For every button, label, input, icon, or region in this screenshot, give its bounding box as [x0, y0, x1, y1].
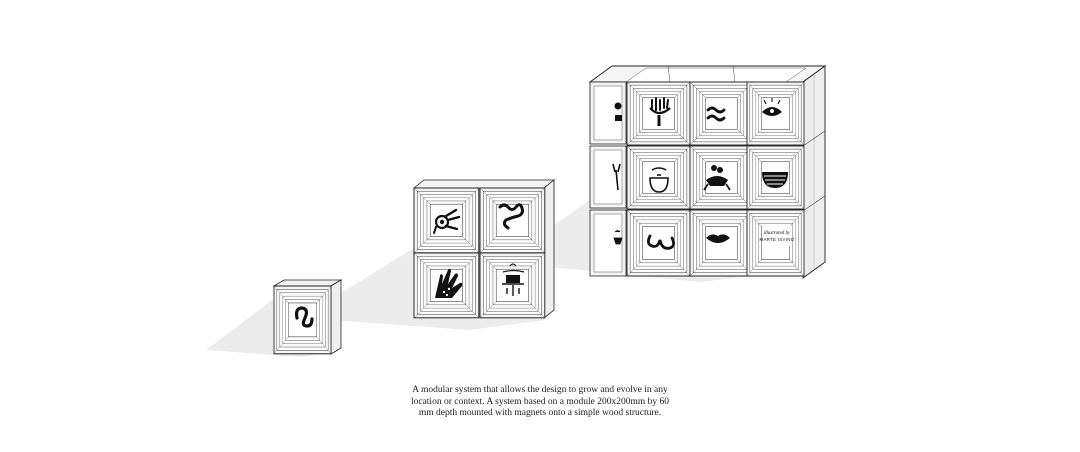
small-squiggle-icon	[613, 230, 623, 245]
tile-credit-line1: illustrated by	[764, 231, 791, 236]
hat-figure-icon	[502, 263, 525, 296]
caption: A modular system that allows the design …	[395, 385, 685, 420]
figure-with-flowers-icon	[703, 165, 731, 191]
hand-with-dots-icon	[435, 268, 463, 298]
striped-bowl-icon	[762, 172, 788, 188]
coral-plant-icon	[649, 97, 671, 126]
stem-icon	[612, 163, 621, 191]
eye-icon	[762, 98, 782, 116]
dot-icon	[614, 102, 622, 110]
large-module-wall: illustrated by MARTE ISVINO	[588, 65, 827, 279]
caption-line-1: A modular system that allows the design …	[412, 385, 668, 395]
squiggle-icon	[294, 306, 314, 328]
wavy-line-icon	[498, 203, 524, 230]
bowl-icon	[649, 167, 669, 193]
caption-line-3: mm depth mounted with magnets onto a sim…	[418, 408, 662, 418]
hook-squiggle-icon	[647, 234, 675, 250]
double-wave-icon	[706, 106, 726, 122]
lips-icon	[706, 234, 730, 243]
tile-credit-line2: MARTE ISVINO	[760, 237, 795, 242]
caption-line-2: location or context. A system based on a…	[410, 396, 670, 407]
spiral-creature-icon	[433, 208, 461, 234]
medium-module	[412, 179, 556, 319]
single-module	[272, 279, 343, 355]
illustration-credit-icon: illustrated by MARTE ISVINO	[760, 226, 795, 246]
